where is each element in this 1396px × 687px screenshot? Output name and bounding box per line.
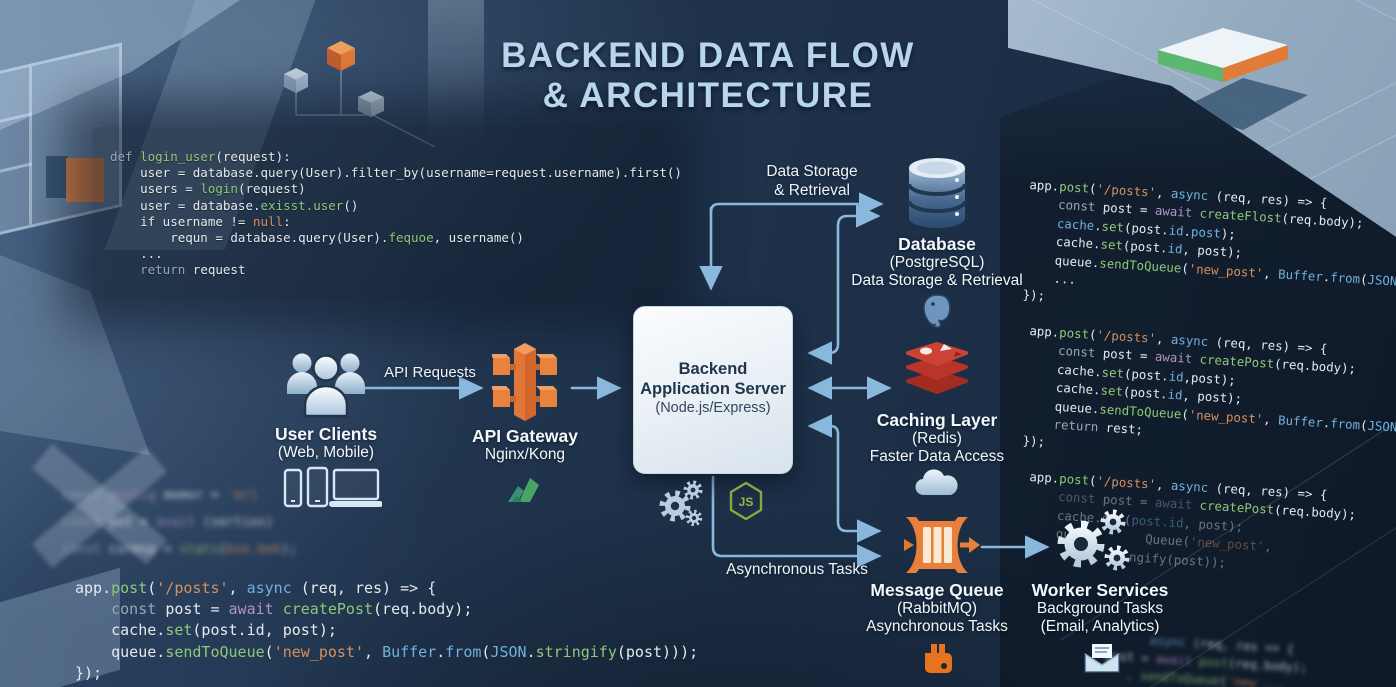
laptop-icon xyxy=(332,468,380,501)
worker-services-title: Worker Services xyxy=(1031,580,1169,600)
worker-gears-icon xyxy=(1057,509,1130,571)
code-snippet-right-1: app.post('/posts', async (req, res) => {… xyxy=(1022,176,1396,304)
decor-orange-square xyxy=(66,158,104,202)
message-queue-icon xyxy=(904,517,980,573)
code-snippet-right-2: app.post('/posts', async (req, res) => {… xyxy=(1022,322,1396,450)
backend-server-title-1: Backend xyxy=(678,360,748,378)
user-clients-title: User Clients xyxy=(274,424,378,444)
gears-icon xyxy=(659,480,703,526)
message-queue-title: Message Queue xyxy=(870,580,1004,600)
page-title: BACKEND DATA FLOW & ARCHITECTURE xyxy=(448,36,968,116)
message-queue-subtitle: (RabbitMQ) xyxy=(896,600,978,617)
code-snippet-login-user: def login_user(request): user = database… xyxy=(110,149,682,278)
postgresql-icon xyxy=(923,294,951,328)
devices-icons xyxy=(283,466,382,508)
api-gateway-icon xyxy=(492,343,557,421)
title-line-2: & ARCHITECTURE xyxy=(542,76,874,115)
decor-dark-square xyxy=(46,156,68,198)
node-api-gateway: API Gateway Nginx/Kong xyxy=(435,426,615,464)
code-snippet-create-post: app.post('/posts', async (req, res) => {… xyxy=(75,579,699,682)
cloud-icon xyxy=(915,469,958,496)
phone-icon xyxy=(283,468,303,508)
database-description: Data Storage & Retrieval xyxy=(851,272,1023,289)
database-icon xyxy=(907,158,967,228)
title-line-1: BACKEND DATA FLOW xyxy=(501,36,915,75)
node-message-queue: Message Queue (RabbitMQ) Asynchronous Ta… xyxy=(837,580,1037,636)
label-data-storage: Data Storage & Retrieval xyxy=(766,163,858,199)
database-title: Database xyxy=(898,234,976,254)
database-subtitle: (PostgreSQL) xyxy=(889,254,985,271)
code-snippet-blurred-left: const poslig memor = 'er)const pot = ava… xyxy=(62,488,297,557)
worker-services-description: (Email, Analytics) xyxy=(1040,618,1160,635)
node-database: Database (PostgreSQL) Data Storage & Ret… xyxy=(830,234,1044,290)
decor-window-panel xyxy=(0,42,122,238)
caching-layer-description: Faster Data Access xyxy=(869,448,1005,465)
node-user-clients: User Clients (Web, Mobile) xyxy=(236,424,416,462)
users-group-icon xyxy=(287,353,365,418)
nodejs-icon: JS xyxy=(729,481,763,521)
decor-topleft-band xyxy=(0,0,240,130)
caching-layer-subtitle: (Redis) xyxy=(912,430,962,447)
worker-services-subtitle: Background Tasks xyxy=(1036,600,1164,617)
orange-cube xyxy=(327,41,355,71)
api-gateway-subtitle: Nginx/Kong xyxy=(484,446,566,463)
blue-cube xyxy=(358,91,384,117)
blue-cube xyxy=(284,68,308,93)
label-async-tasks: Asynchronous Tasks xyxy=(726,561,868,578)
code-snippet-blurred-bottom-right: async (req, res => {post = await post(re… xyxy=(1103,633,1308,687)
decor-cube-cluster xyxy=(275,35,460,165)
api-gateway-title: API Gateway xyxy=(471,426,579,446)
floating-box-decor xyxy=(1158,28,1308,130)
label-api-requests: API Requests xyxy=(384,364,476,381)
redis-icon xyxy=(906,342,968,394)
node-worker-services: Worker Services Background Tasks (Email,… xyxy=(1000,580,1200,636)
nginx-kong-icon xyxy=(508,478,539,502)
backend-server-subtitle: (Node.js/Express) xyxy=(655,400,771,416)
decor-midleft-shape xyxy=(0,255,150,455)
laptop-base xyxy=(329,501,382,507)
email-icon xyxy=(1084,644,1120,673)
phone-icon xyxy=(306,466,329,508)
node-caching-layer: Caching Layer (Redis) Faster Data Access xyxy=(837,410,1037,466)
node-backend-server: Backend Application Server (Node.js/Expr… xyxy=(633,306,793,474)
rabbitmq-icon xyxy=(925,644,952,673)
caching-layer-title: Caching Layer xyxy=(876,410,998,430)
svg-text:JS: JS xyxy=(739,495,754,509)
user-clients-subtitle: (Web, Mobile) xyxy=(277,444,375,461)
message-queue-description: Asynchronous Tasks xyxy=(866,618,1008,635)
backend-server-title-2: Application Server xyxy=(640,380,786,398)
